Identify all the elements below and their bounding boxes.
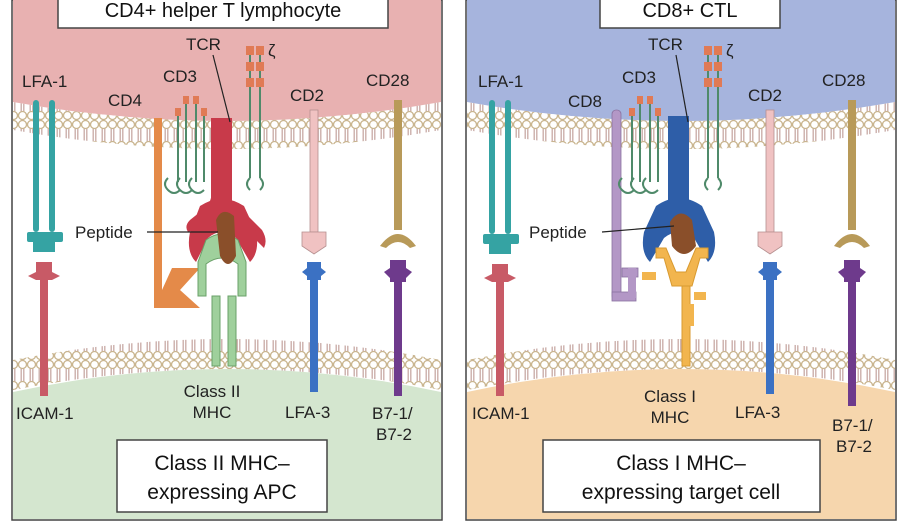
cd28-molecule <box>834 100 870 248</box>
lfa1-molecule <box>27 100 63 252</box>
cell-type-line2: expressing target cell <box>582 481 780 504</box>
label-lfa3: LFA-3 <box>735 403 780 422</box>
label-lfa1: LFA-1 <box>478 72 523 91</box>
coreceptor-molecule <box>154 118 200 308</box>
label-b7-line2: B7-2 <box>376 425 412 444</box>
label-mhc-line2: MHC <box>193 403 232 422</box>
peptide <box>216 211 236 264</box>
label-cd3: CD3 <box>163 67 197 86</box>
panel-header: CD4+ helper T lymphocyte <box>105 0 342 22</box>
zeta-chain <box>704 46 722 191</box>
label-icam1: ICAM-1 <box>16 404 74 423</box>
panel-cd4: CD4+ helper T lymphocyte LFA-1 ICAM-1 CD… <box>11 0 443 521</box>
cd2-molecule <box>301 109 327 255</box>
label-cd3: CD3 <box>622 68 656 87</box>
label-icam1: ICAM-1 <box>472 404 530 423</box>
b7-molecule <box>384 260 412 396</box>
lfa3-molecule <box>758 262 782 394</box>
panel-cd8: CD8+ CTL LFA-1 ICAM-1 CD8 <box>465 0 897 521</box>
header-box <box>57 0 389 29</box>
label-cd2: CD2 <box>290 86 324 105</box>
b7-molecule <box>838 260 866 406</box>
mhc-molecule <box>642 247 709 367</box>
cd2-molecule <box>757 109 783 255</box>
zeta-chain <box>246 46 264 191</box>
label-zeta: ζ <box>726 41 734 60</box>
label-lfa1: LFA-1 <box>22 72 67 91</box>
lfa3-molecule <box>302 262 326 392</box>
cd28-molecule <box>380 100 416 248</box>
label-mhc-line1: Class II <box>184 382 241 401</box>
label-mhc-line1: Class I <box>644 387 696 406</box>
icam1-molecule <box>484 264 516 396</box>
t-cell-cytoplasm <box>467 0 895 121</box>
label-lfa3: LFA-3 <box>285 403 330 422</box>
label-cd2: CD2 <box>748 86 782 105</box>
cell-type-line2: expressing APC <box>147 481 296 504</box>
lfa1-molecule <box>483 100 519 254</box>
cell-type-line1: Class II MHC– <box>154 452 290 475</box>
label-b7-line1: B7-1/ <box>372 404 413 423</box>
label-mhc-line2: MHC <box>651 408 690 427</box>
panel-header: CD8+ CTL <box>642 0 737 22</box>
label-coreceptor: CD4 <box>108 91 142 110</box>
cell-type-box <box>542 439 821 513</box>
cd3-complex <box>618 96 661 194</box>
label-b7-line1: B7-1/ <box>832 416 873 435</box>
label-b7-line2: B7-2 <box>836 437 872 456</box>
label-tcr: TCR <box>648 35 683 54</box>
cell-type-box <box>116 439 328 513</box>
label-peptide: Peptide <box>529 223 587 242</box>
label-tcr: TCR <box>186 35 221 54</box>
cd3-complex <box>164 96 207 194</box>
peptide <box>670 213 696 254</box>
label-cd28: CD28 <box>366 71 409 90</box>
cell-type-line1: Class I MHC– <box>616 452 746 475</box>
icam1-molecule <box>28 262 60 396</box>
label-coreceptor: CD8 <box>568 92 602 111</box>
coreceptor-molecule <box>611 109 639 302</box>
label-peptide: Peptide <box>75 223 133 242</box>
apc-membrane <box>13 339 441 390</box>
label-cd28: CD28 <box>822 71 865 90</box>
target-membrane <box>467 339 895 390</box>
label-zeta: ζ <box>268 41 276 60</box>
t-cell-cytoplasm <box>13 0 441 121</box>
header-box <box>599 0 781 29</box>
